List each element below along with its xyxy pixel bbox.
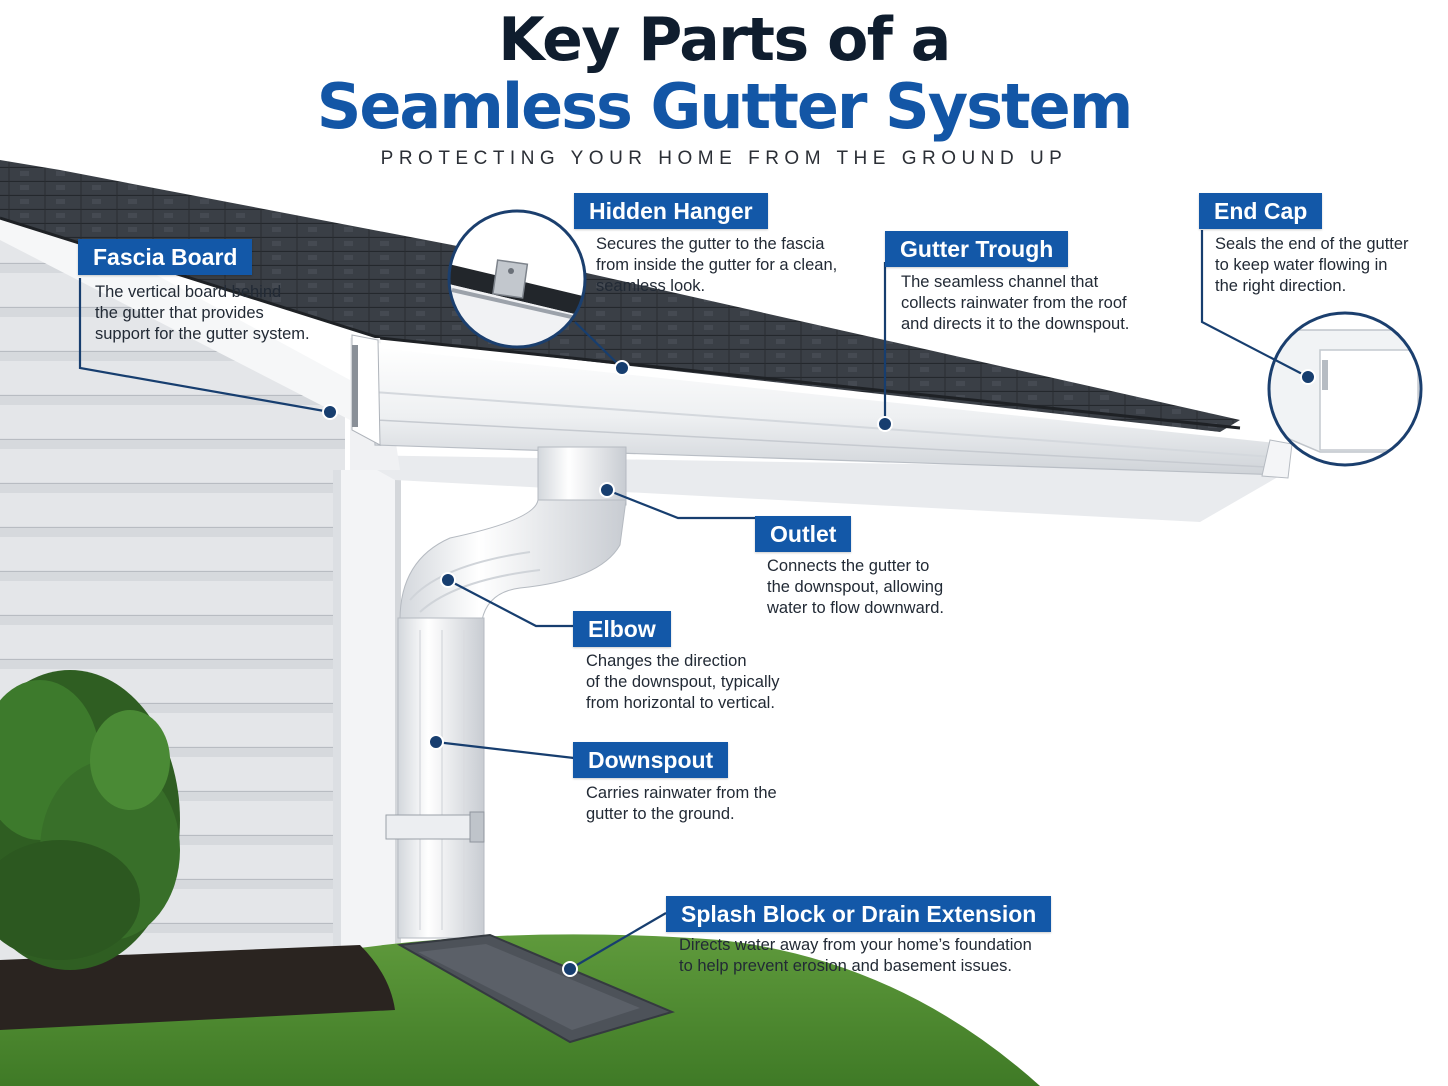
- end-cap-label: End Cap: [1199, 193, 1323, 229]
- outlet-label: Outlet: [755, 516, 852, 552]
- fascia-board-label: Fascia Board: [78, 239, 253, 275]
- title-line-1: Key Parts of a: [498, 5, 951, 75]
- downspout-description: Carries rainwater from the gutter to the…: [586, 784, 777, 823]
- subtitle: PROTECTING YOUR HOME FROM THE GROUND UP: [380, 148, 1068, 169]
- gutter-trough-label: Gutter Trough: [885, 231, 1069, 267]
- elbow-label: Elbow: [573, 611, 671, 647]
- splash-block-label: Splash Block or Drain Extension: [666, 896, 1052, 932]
- end-cap-description: Seals the end of the gutter to keep wate…: [1215, 235, 1409, 295]
- downspout-label: Downspout: [573, 742, 729, 778]
- outlet-description: Connects the gutter to the downspout, al…: [767, 557, 944, 617]
- hidden-hanger-label: Hidden Hanger: [574, 193, 768, 229]
- fascia-board-description: The vertical board behind the gutter tha…: [95, 283, 310, 343]
- title-line-2: Seamless Gutter System: [316, 70, 1134, 143]
- elbow-description: Changes the direction of the downspout, …: [586, 652, 780, 712]
- hidden-hanger-description: Secures the gutter to the fascia from in…: [596, 235, 838, 295]
- gutter-trough-description: The seamless channel that collects rainw…: [901, 273, 1130, 333]
- splash-block-description: Directs water away from your home’s foun…: [679, 936, 1032, 975]
